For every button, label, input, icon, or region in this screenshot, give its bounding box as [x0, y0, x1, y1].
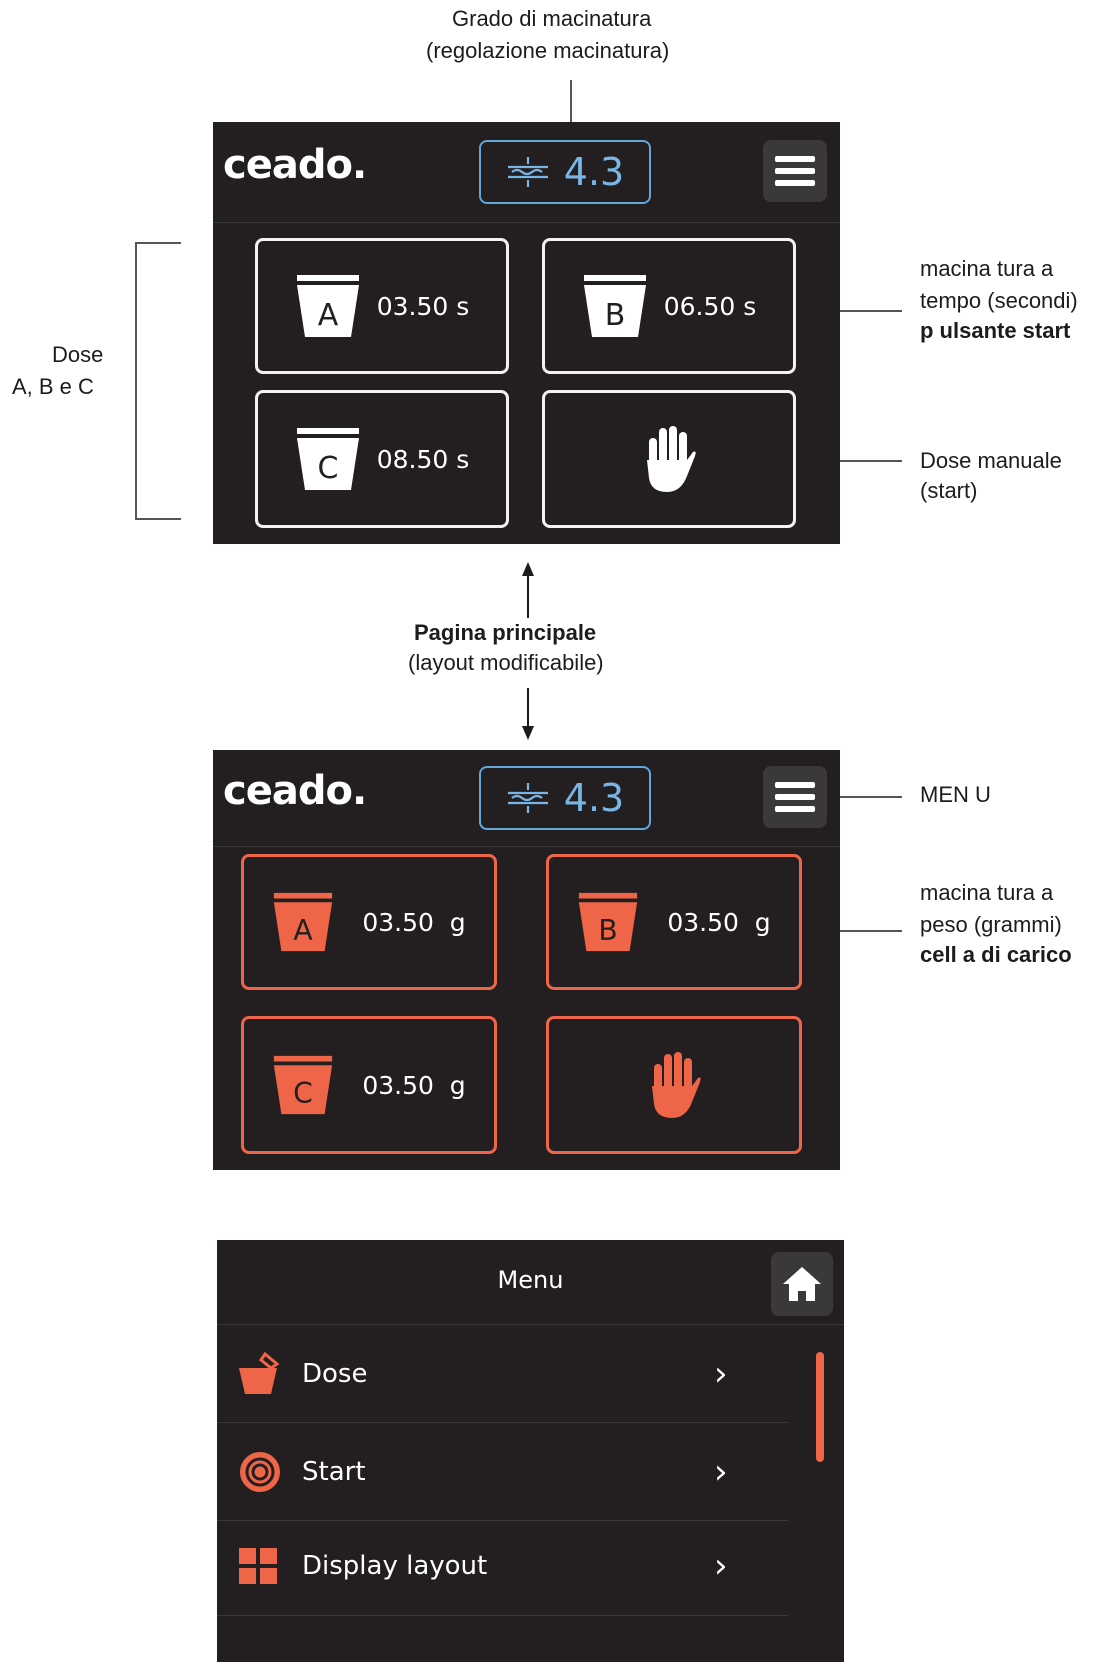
- dose-b-button[interactable]: B 03.50 g: [546, 854, 802, 990]
- menu-item-display-layout-label: Display layout: [302, 1551, 488, 1581]
- menu-title: Menu: [497, 1266, 564, 1294]
- cup-a-letter: A: [317, 298, 338, 333]
- arrow-up-icon: [522, 562, 534, 618]
- time-annotation-1: macina tura a: [920, 256, 1054, 281]
- chevron-right-icon: ›: [714, 1546, 728, 1586]
- start-target-icon: [240, 1452, 280, 1492]
- main-page-title: Pagina principale: [414, 620, 597, 645]
- cup-c-icon: C: [274, 1055, 333, 1115]
- ceado-logo: ceado.: [223, 768, 367, 814]
- dose-b-value: 06.50 s: [663, 291, 757, 321]
- layout-grid-icon: [239, 1548, 277, 1584]
- manual-leader-line: [790, 460, 902, 462]
- weight-annotation-1: macina tura a: [920, 880, 1054, 905]
- menu-divider: [217, 1615, 789, 1616]
- header-divider: [213, 222, 840, 223]
- dose-a-value: 03.50 g: [362, 907, 466, 937]
- grind-icon: [507, 783, 548, 813]
- grind-setting-button[interactable]: 4.3: [479, 140, 651, 204]
- menu-item-dose-label: Dose: [302, 1359, 368, 1389]
- cup-a-icon: A: [274, 892, 333, 952]
- cup-b-letter: B: [599, 914, 618, 947]
- menu-button[interactable]: [763, 766, 827, 828]
- cup-b-icon: B: [579, 892, 638, 952]
- manual-dose-button[interactable]: [546, 1016, 802, 1154]
- dose-c-value: 03.50 g: [362, 1070, 466, 1100]
- dose-a-button[interactable]: A 03.50 s: [255, 238, 509, 374]
- menu-item-dose[interactable]: Dose ›: [217, 1326, 777, 1422]
- ceado-logo: ceado.: [223, 142, 367, 188]
- dose-c-button[interactable]: C 03.50 g: [241, 1016, 497, 1154]
- home-icon: [783, 1267, 821, 1301]
- grind-value: 4.3: [563, 776, 625, 820]
- menu-header-divider: [217, 1324, 844, 1325]
- cup-c-letter: C: [293, 1077, 313, 1110]
- header-divider: [213, 846, 840, 847]
- chevron-right-icon: ›: [714, 1452, 728, 1492]
- menu-button[interactable]: [763, 140, 827, 202]
- hand-icon: [647, 426, 696, 492]
- arrow-down-icon: [522, 688, 534, 740]
- manual-dose-button[interactable]: [542, 390, 796, 528]
- dose-cup-icon: [239, 1352, 280, 1394]
- doses-annotation-2: A, B e C: [12, 374, 94, 399]
- grind-leader-line: [570, 80, 572, 122]
- manual-annotation-2: (start): [920, 478, 978, 503]
- chevron-right-icon: ›: [714, 1354, 728, 1394]
- cup-c-icon: C: [296, 428, 359, 490]
- menu-item-start[interactable]: Start ›: [217, 1424, 777, 1520]
- cup-b-icon: B: [583, 275, 646, 337]
- time-annotation-2: tempo (secondi): [920, 288, 1078, 313]
- main-screen-weight: ceado. 4.3 A 03.50 g B 03.50 g: [213, 750, 840, 1170]
- menu-screen: Menu Dose › Start › Display layout: [217, 1240, 844, 1662]
- grind-annotation-title: Grado di macinatura: [452, 6, 652, 31]
- menu-divider: [217, 1422, 789, 1423]
- hand-icon: [652, 1052, 701, 1118]
- menu-leader-line: [818, 796, 902, 798]
- weight-annotation-2: peso (grammi): [920, 912, 1062, 937]
- main-screen-time: ceado. 4.3 A 03.50 s B 06.50 s C: [213, 122, 840, 544]
- manual-annotation-1: Dose manuale: [920, 448, 1062, 473]
- menu-annotation: MEN U: [920, 782, 991, 807]
- main-page-subtitle: (layout modificabile): [408, 650, 604, 675]
- time-annotation-3: p ulsante start: [920, 318, 1071, 343]
- doses-bracket-top: [135, 242, 181, 244]
- menu-divider: [217, 1520, 789, 1521]
- menu-scrollbar[interactable]: [816, 1352, 824, 1462]
- weight-annotation-3: cell a di carico: [920, 942, 1072, 967]
- cup-c-letter: C: [317, 451, 338, 486]
- doses-bracket-vertical: [135, 242, 137, 520]
- cup-a-letter: A: [294, 914, 314, 947]
- menu-item-display-layout[interactable]: Display layout ›: [217, 1518, 777, 1614]
- grind-icon: [507, 157, 548, 187]
- grind-setting-button[interactable]: 4.3: [479, 766, 651, 830]
- dose-c-button[interactable]: C 08.50 s: [255, 390, 509, 528]
- dose-b-button[interactable]: B 06.50 s: [542, 238, 796, 374]
- home-button[interactable]: [771, 1252, 833, 1316]
- dose-c-value: 08.50 s: [376, 444, 470, 474]
- cup-b-letter: B: [604, 298, 625, 333]
- grind-annotation-sub: (regolazione macinatura): [426, 38, 670, 63]
- dose-a-button[interactable]: A 03.50 g: [241, 854, 497, 990]
- cup-a-icon: A: [296, 275, 359, 337]
- grind-value: 4.3: [563, 150, 625, 194]
- doses-bracket-bottom: [135, 518, 181, 520]
- menu-item-start-label: Start: [302, 1457, 366, 1487]
- doses-annotation-1: Dose: [52, 342, 104, 367]
- dose-a-value: 03.50 s: [376, 291, 470, 321]
- dose-b-value: 03.50 g: [667, 907, 771, 937]
